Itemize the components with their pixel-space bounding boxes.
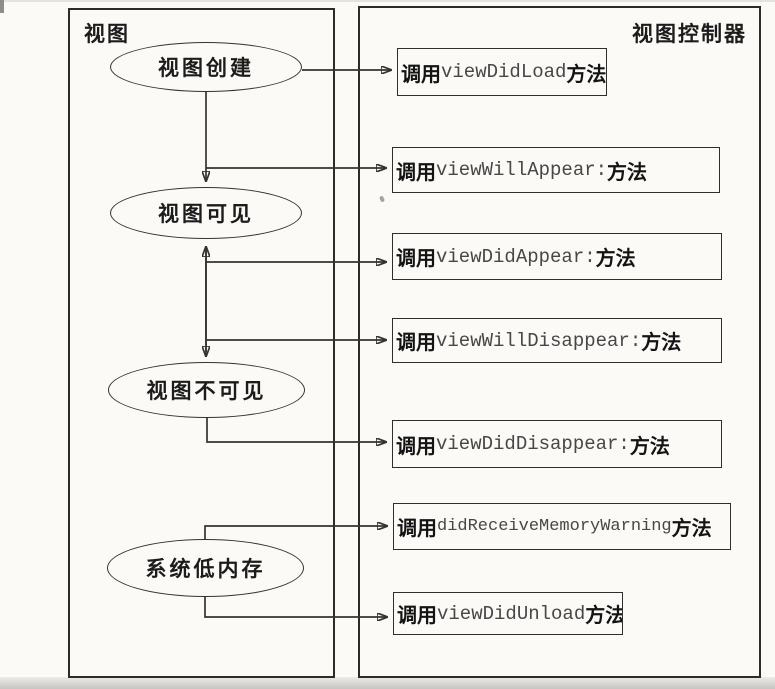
call-suffix: 方法 [585, 605, 623, 627]
method-name: viewWillDisappear: [436, 329, 642, 352]
state-view-invisible-label: 视图不可见 [146, 379, 267, 403]
state-view-created-label: 视图创建 [158, 56, 254, 80]
call-prefix: 调用 [396, 161, 436, 184]
method-name: viewDidUnload [437, 602, 586, 625]
method-name: viewDidDisappear: [436, 433, 630, 455]
call-prefix: 调用 [396, 248, 436, 270]
call-suffix: 方法 [607, 161, 648, 184]
call-suffix: 方法 [629, 435, 670, 458]
view-controller-panel-title: 视图控制器 [632, 22, 747, 46]
call-suffix: 方法 [566, 63, 607, 86]
scan-top-edge [0, 0, 775, 2]
state-low-memory-label: 系统低内存 [145, 557, 266, 581]
state-view-created: 视图创建 [110, 42, 302, 92]
call-suffix: 方法 [641, 332, 682, 354]
call-suffix: 方法 [671, 518, 712, 540]
view-controller-panel [358, 6, 761, 678]
method-name: viewWillAppear: [436, 159, 608, 181]
scan-corner-mark [0, 0, 4, 13]
state-view-visible: 视图可见 [110, 187, 302, 239]
call-prefix: 调用 [396, 435, 436, 458]
view-panel [68, 8, 335, 678]
call-prefix: 调用 [397, 518, 437, 540]
method-name: viewDidLoad [441, 61, 567, 83]
state-view-invisible: 视图不可见 [108, 362, 305, 418]
method-name: didReceiveMemoryWarning [437, 517, 672, 536]
call-prefix: 调用 [397, 605, 437, 627]
scan-bottom-band [0, 677, 775, 689]
call-suffix: 方法 [595, 248, 636, 270]
call-prefix: 调用 [396, 332, 436, 354]
call-prefix: 调用 [401, 63, 441, 86]
state-view-visible-label: 视图可见 [158, 202, 254, 226]
state-low-memory: 系统低内存 [107, 539, 304, 597]
method-name: viewDidAppear: [436, 245, 596, 268]
view-panel-title: 视图 [84, 22, 130, 46]
